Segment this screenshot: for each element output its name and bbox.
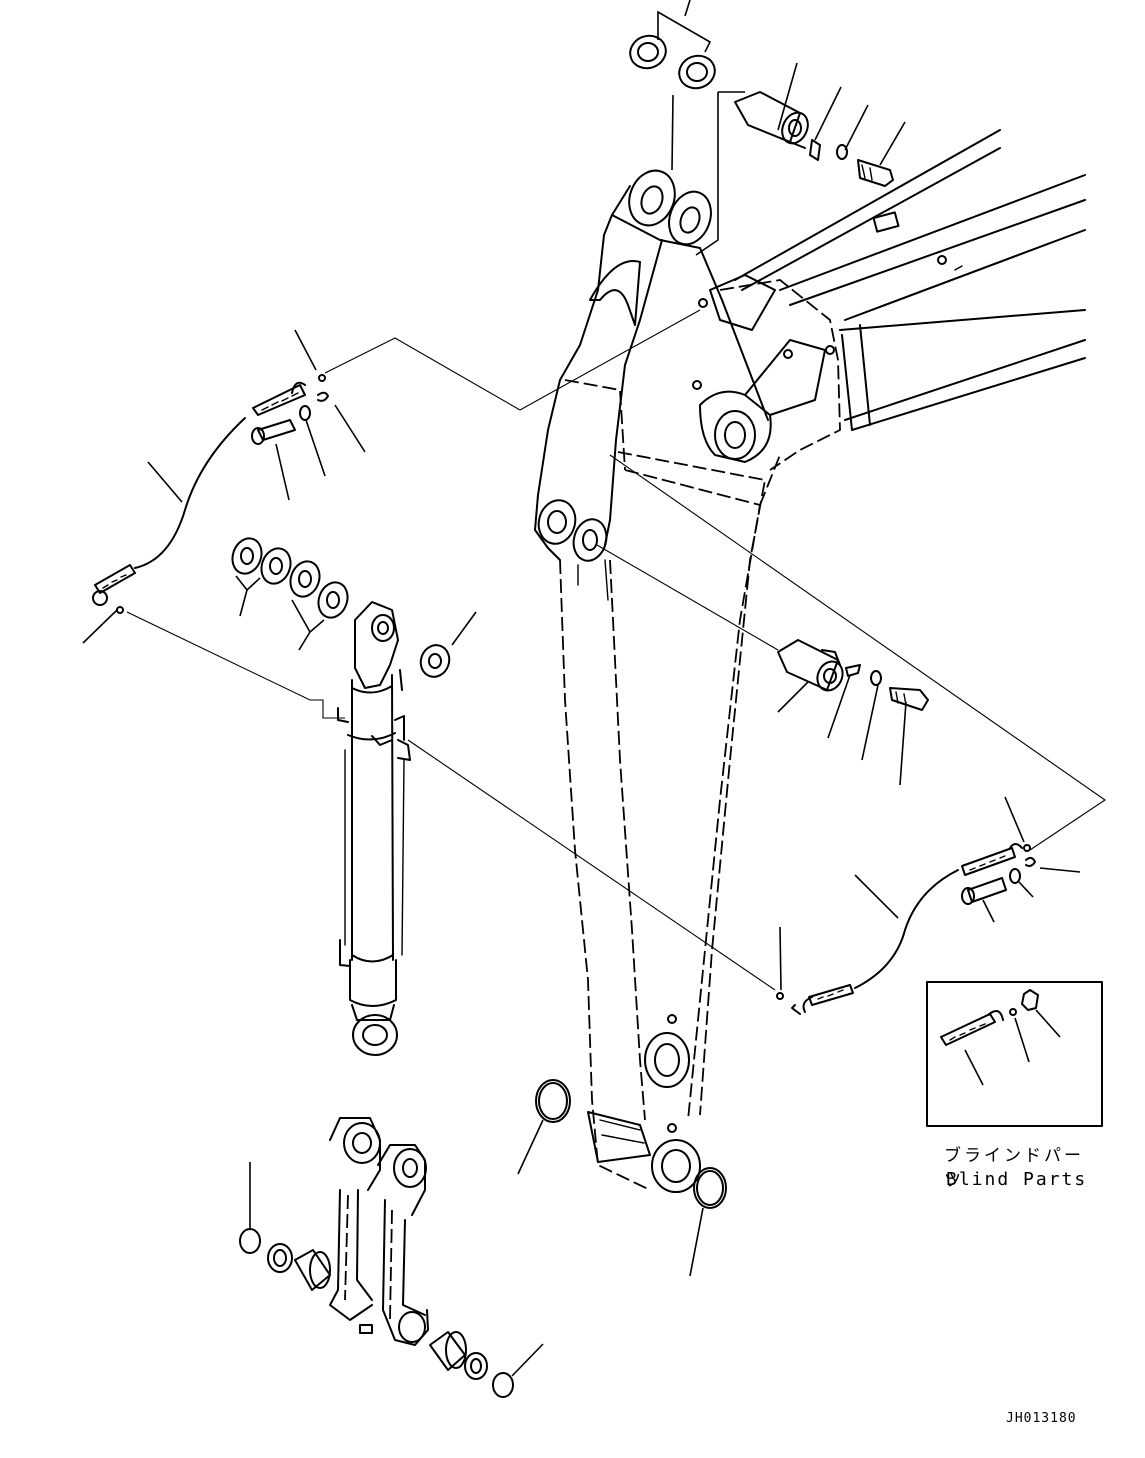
boom-body bbox=[534, 129, 1086, 1193]
left-ground-wire bbox=[82, 309, 701, 719]
drawing-number: JH013180 bbox=[1006, 1411, 1077, 1426]
blind-parts-label-jp: ブラインドパーツ bbox=[944, 1146, 1084, 1191]
blind-parts-label-en: Blind Parts bbox=[946, 1169, 1088, 1190]
lower-link bbox=[329, 1117, 429, 1346]
right-ground-wire bbox=[609, 454, 1106, 1015]
bushings-seals bbox=[239, 1079, 727, 1398]
top-pin-assembly bbox=[629, 0, 906, 256]
mid-pin-assembly bbox=[596, 544, 929, 786]
hydraulic-cylinder bbox=[337, 601, 776, 1056]
blind-parts-box bbox=[926, 981, 1103, 1127]
shims bbox=[231, 537, 477, 678]
